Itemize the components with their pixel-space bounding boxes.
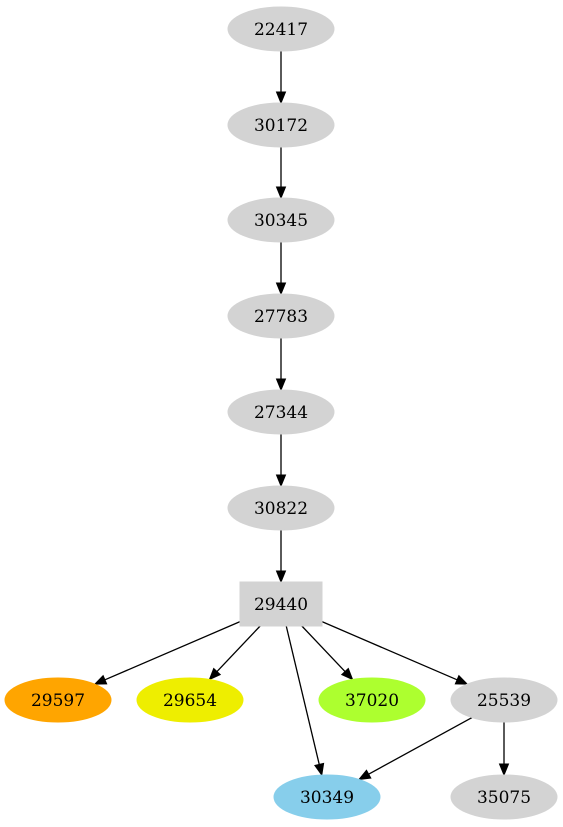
nodes-layer: 22417 30172 30345 27783 27344 30822 29440 29597… [4, 6, 558, 820]
node-label: 30822 [254, 499, 308, 519]
node-22417: 22417 [227, 6, 335, 52]
node-30345: 30345 [227, 197, 335, 243]
edge-30172-to-30345 [275, 147, 287, 200]
arrowhead [314, 762, 325, 777]
node-ellipse [273, 774, 381, 820]
node-ellipse [227, 197, 335, 243]
node-label: 25539 [477, 691, 531, 711]
arrowhead [340, 667, 354, 681]
edge-27783-to-27344 [275, 338, 287, 392]
node-ellipse [227, 389, 335, 435]
node-ellipse [227, 485, 335, 531]
arrowhead [275, 282, 287, 296]
arrowhead [208, 667, 222, 681]
node-30172: 30172 [227, 102, 335, 148]
node-label: 22417 [254, 20, 308, 40]
node-box [239, 581, 323, 627]
edge-29440-to-30349 [285, 625, 325, 777]
node-ellipse [4, 677, 112, 723]
edge-29440-to-37020 [301, 625, 354, 681]
edge-line [285, 625, 320, 765]
arrowhead [93, 674, 108, 685]
node-ellipse [450, 677, 558, 723]
node-label: 30349 [300, 788, 354, 808]
edge-line [104, 621, 241, 681]
edges-layer [93, 51, 510, 781]
node-37020: 37020 [318, 677, 426, 723]
edge-line [321, 621, 458, 681]
edge-30822-to-29440 [275, 530, 287, 584]
node-29440: 29440 [239, 581, 323, 627]
node-ellipse [227, 293, 335, 339]
node-label: 27783 [254, 307, 308, 327]
arrowhead [275, 186, 287, 200]
node-label: 37020 [345, 691, 399, 711]
edge-30345-to-27783 [275, 242, 287, 296]
node-label: 29440 [254, 595, 308, 615]
node-30349: 30349 [273, 774, 381, 820]
edge-line [216, 625, 261, 672]
node-29654: 29654 [136, 677, 244, 723]
node-27783: 27783 [227, 293, 335, 339]
node-label: 30345 [254, 211, 308, 231]
edge-25539-to-35075 [498, 722, 510, 777]
node-label: 30172 [254, 116, 308, 136]
node-25539: 25539 [450, 677, 558, 723]
node-ellipse [227, 102, 335, 148]
edge-27344-to-30822 [275, 434, 287, 488]
arrowhead [275, 91, 287, 105]
edge-29440-to-29597 [93, 621, 241, 685]
node-label: 27344 [254, 403, 308, 423]
edge-29440-to-25539 [321, 621, 469, 685]
edge-22417-to-30172 [275, 51, 287, 105]
arrowhead [357, 769, 372, 781]
node-label: 29654 [163, 691, 217, 711]
node-ellipse [227, 6, 335, 52]
node-ellipse [136, 677, 244, 723]
arrowhead [498, 763, 510, 777]
arrowhead [454, 674, 469, 685]
node-35075: 35075 [450, 774, 558, 820]
node-ellipse [450, 774, 558, 820]
arrowhead [275, 570, 287, 584]
node-ellipse [318, 677, 426, 723]
edge-25539-to-30349 [357, 716, 473, 781]
node-label: 35075 [477, 788, 531, 808]
edge-line [368, 716, 473, 775]
edge-29440-to-29654 [208, 625, 261, 681]
node-label: 29597 [31, 691, 85, 711]
arrowhead [275, 378, 287, 392]
node-30822: 30822 [227, 485, 335, 531]
arrowhead [275, 474, 287, 488]
edge-line [301, 625, 346, 672]
node-27344: 27344 [227, 389, 335, 435]
node-29597: 29597 [4, 677, 112, 723]
